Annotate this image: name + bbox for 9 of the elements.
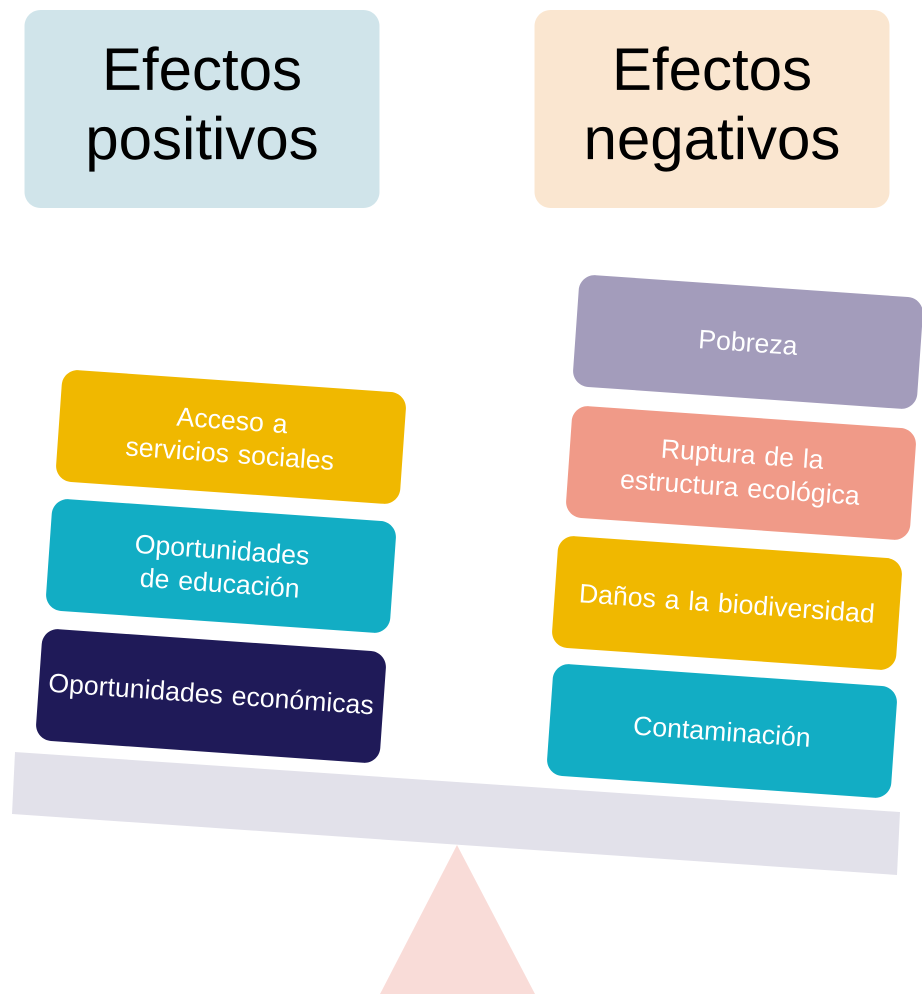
heading-box: Efectos negativos	[534, 10, 890, 208]
heading-box: Efectos positivos	[24, 10, 380, 208]
effect-box: Oportunidades económicas	[36, 629, 386, 763]
effect-box: Pobreza	[573, 275, 922, 409]
effect-box: Acceso a servicios sociales	[56, 370, 406, 504]
effect-box: Contaminación	[547, 664, 897, 798]
effect-box: Daños a la biodiversidad	[552, 536, 902, 670]
effect-box: Ruptura de la estructura ecológica	[566, 406, 916, 540]
effect-box: Oportunidades de educación	[46, 499, 396, 633]
